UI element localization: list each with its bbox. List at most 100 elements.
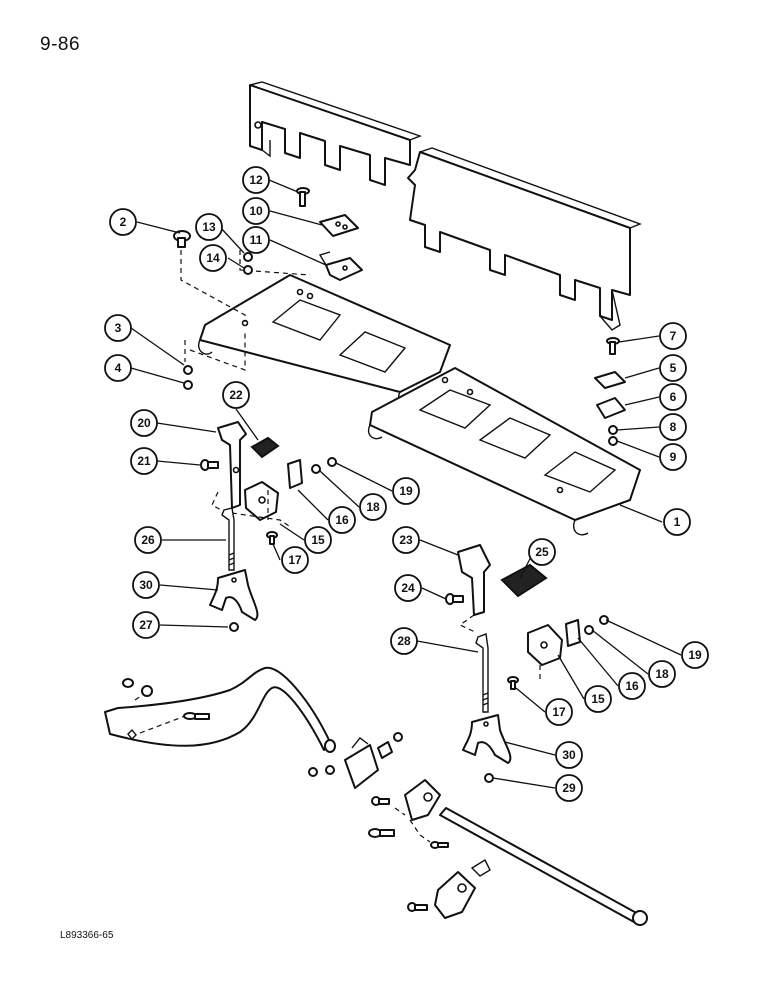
pivot-bolt-2 bbox=[368, 828, 395, 838]
callout-27: 27 bbox=[132, 611, 160, 639]
floor-plate-right bbox=[367, 367, 641, 536]
svg-text:4: 4 bbox=[115, 361, 122, 375]
washer-18-right bbox=[584, 625, 594, 635]
svg-text:8: 8 bbox=[670, 420, 677, 434]
figure-code: L893366-65 bbox=[60, 930, 114, 941]
callout-14: 14 bbox=[199, 244, 227, 272]
bolt-12 bbox=[296, 187, 310, 207]
hidden-line-pivot bbox=[394, 807, 431, 843]
svg-text:2: 2 bbox=[120, 215, 127, 229]
hidden-line-crank bbox=[134, 689, 186, 734]
callout-17-left: 17 bbox=[281, 546, 309, 574]
callout-30-left: 30 bbox=[132, 571, 160, 599]
svg-text:22: 22 bbox=[229, 388, 243, 402]
callout-15-left: 15 bbox=[304, 526, 332, 554]
svg-text:1: 1 bbox=[674, 515, 681, 529]
svg-text:19: 19 bbox=[399, 484, 413, 498]
bolt-7 bbox=[606, 337, 620, 355]
pedal-pad-22 bbox=[250, 436, 280, 459]
bolt-17-left bbox=[266, 531, 278, 545]
callout-25: 25 bbox=[528, 538, 556, 566]
svg-text:29: 29 bbox=[562, 781, 576, 795]
small-nut-a bbox=[393, 732, 403, 742]
crank-shaft bbox=[104, 666, 336, 753]
bolt-24 bbox=[445, 593, 464, 605]
lower-bracket bbox=[434, 859, 491, 919]
small-washer-b bbox=[325, 765, 335, 775]
callout-19-left: 19 bbox=[392, 477, 420, 505]
callout-2: 2 bbox=[109, 208, 137, 236]
svg-text:17: 17 bbox=[552, 705, 566, 719]
small-washer-a bbox=[377, 741, 393, 759]
pedal-arm-20 bbox=[217, 421, 247, 509]
svg-text:17: 17 bbox=[288, 553, 302, 567]
svg-text:15: 15 bbox=[311, 533, 325, 547]
callout-9: 9 bbox=[659, 443, 687, 471]
svg-text:10: 10 bbox=[249, 204, 263, 218]
callout-21: 21 bbox=[130, 447, 158, 475]
svg-text:3: 3 bbox=[115, 321, 122, 335]
hidden-line-2 bbox=[180, 250, 246, 322]
plate-10 bbox=[319, 214, 359, 237]
washer-9 bbox=[608, 436, 618, 446]
hidden-line-pedal-right bbox=[458, 614, 541, 680]
bolt-17-right bbox=[507, 676, 519, 690]
callout-11: 11 bbox=[242, 226, 270, 254]
page-number: 9-86 bbox=[40, 34, 81, 55]
small-nut-b bbox=[308, 767, 318, 777]
callout-13: 13 bbox=[195, 213, 223, 241]
link-bolt bbox=[183, 712, 210, 720]
svg-text:12: 12 bbox=[249, 173, 263, 187]
svg-text:24: 24 bbox=[401, 581, 415, 595]
callout-18-left: 18 bbox=[359, 493, 387, 521]
bracket-30-left bbox=[209, 569, 259, 621]
callout-26: 26 bbox=[134, 526, 162, 554]
callout-7: 7 bbox=[659, 322, 687, 350]
callout-12: 12 bbox=[242, 166, 270, 194]
top-left-nut bbox=[122, 678, 134, 688]
nut-13 bbox=[243, 252, 253, 262]
callout-16-left: 16 bbox=[328, 506, 356, 534]
nut-8 bbox=[608, 425, 618, 435]
callout-10: 10 bbox=[242, 197, 270, 225]
pivot-bolt-3 bbox=[430, 841, 449, 849]
rear-plate-right bbox=[407, 147, 642, 331]
callout-8: 8 bbox=[659, 413, 687, 441]
callout-17-right: 17 bbox=[545, 698, 573, 726]
callout-20: 20 bbox=[130, 409, 158, 437]
top-left-washer bbox=[141, 685, 153, 697]
bracket-30-right bbox=[462, 714, 512, 764]
leader-lines bbox=[130, 179, 682, 789]
bracket-11 bbox=[318, 251, 363, 281]
svg-text:30: 30 bbox=[139, 578, 153, 592]
callout-18-right: 18 bbox=[648, 660, 676, 688]
svg-text:25: 25 bbox=[535, 545, 549, 559]
nut-3 bbox=[183, 365, 193, 375]
plate-16-right bbox=[565, 619, 581, 647]
svg-text:20: 20 bbox=[137, 416, 151, 430]
svg-text:11: 11 bbox=[250, 233, 263, 247]
plate-5 bbox=[594, 371, 626, 389]
svg-text:5: 5 bbox=[670, 361, 677, 375]
pedal-arm-23 bbox=[457, 544, 491, 616]
svg-text:21: 21 bbox=[137, 454, 151, 468]
callout-28: 28 bbox=[390, 627, 418, 655]
hidden-line-3 bbox=[184, 330, 246, 371]
callout-15-right: 15 bbox=[584, 685, 612, 713]
pedal-pad-25 bbox=[500, 563, 548, 598]
svg-text:14: 14 bbox=[206, 251, 220, 265]
callout-3: 3 bbox=[104, 314, 132, 342]
bolt-2 bbox=[173, 230, 191, 248]
svg-text:7: 7 bbox=[670, 329, 677, 343]
rear-plate-left bbox=[249, 81, 423, 186]
pivot-bracket-1 bbox=[344, 737, 379, 789]
lower-bolt bbox=[407, 902, 428, 912]
callout-23: 23 bbox=[392, 526, 420, 554]
svg-text:27: 27 bbox=[139, 618, 153, 632]
svg-text:6: 6 bbox=[670, 390, 677, 404]
callout-1: 1 bbox=[663, 508, 691, 536]
svg-text:16: 16 bbox=[625, 679, 639, 693]
nut-29 bbox=[484, 773, 494, 783]
bolt-21 bbox=[200, 459, 219, 471]
svg-text:16: 16 bbox=[335, 513, 349, 527]
